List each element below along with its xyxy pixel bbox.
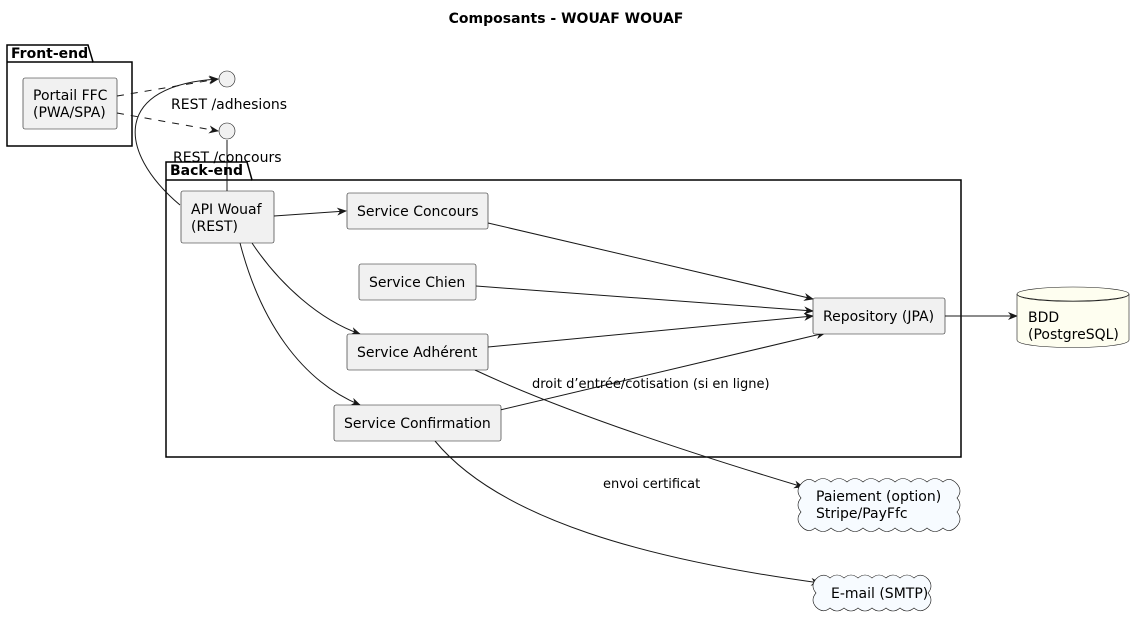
- edge-label-email: envoi certificat: [603, 477, 700, 492]
- package-backend-label: Back-end: [170, 163, 243, 179]
- database-bdd-line-2: (PostgreSQL): [1028, 327, 1119, 343]
- component-chien-label: Service Chien: [369, 275, 465, 291]
- edge-api-confirmation: [239, 242, 361, 406]
- cloud-email-label: E-mail (SMTP): [831, 586, 928, 602]
- diagram-title: Composants - WOUAF WOUAF: [449, 11, 684, 27]
- component-portail-line-1: Portail FFC: [33, 88, 108, 104]
- database-bdd-rim: [1016, 293, 1130, 302]
- edge-chien-repository: [475, 285, 814, 315]
- component-adherent-label: Service Adhérent: [357, 345, 478, 361]
- component-api-box: [180, 190, 275, 244]
- edge-api-adherent: [251, 242, 361, 335]
- component-portail-line-2: (PWA/SPA): [33, 105, 106, 121]
- edge-api-concours-service: [273, 207, 347, 217]
- interface-adhesions: REST /adhesions: [171, 70, 287, 113]
- cloud-paiement-line-1: Paiement (option): [816, 489, 941, 505]
- cloud-paiement-line-2: Stripe/PayFfc: [816, 506, 908, 522]
- component-concours: Service Concours: [346, 192, 489, 230]
- component-api: API Wouaf (REST): [180, 190, 275, 244]
- edge-confirmation-repository: [499, 331, 826, 411]
- package-frontend: Front-end: [6, 44, 133, 147]
- edge-confirmation-email: [434, 440, 821, 586]
- cloud-paiement: Paiement (option) Stripe/PayFfc: [797, 478, 961, 532]
- database-bdd: BDD (PostgreSQL): [1016, 286, 1130, 348]
- interface-concours-label: REST /concours: [173, 150, 282, 166]
- interface-concours-circle: [218, 122, 236, 140]
- component-concours-label: Service Concours: [357, 204, 479, 220]
- component-concours-box: [346, 192, 489, 230]
- edge-api-adhesions: [134, 75, 219, 206]
- cloud-email: E-mail (SMTP): [812, 574, 932, 612]
- component-repository-label: Repository (JPA): [823, 309, 934, 325]
- package-frontend-frame: [6, 44, 133, 147]
- edge-adherent-repository: [487, 312, 814, 348]
- component-adherent: Service Adhérent: [346, 333, 489, 371]
- component-repository: Repository (JPA): [812, 297, 946, 335]
- component-portail: Portail FFC (PWA/SPA): [22, 77, 118, 130]
- edge-concours-repository: [487, 222, 814, 301]
- package-backend-frame: [165, 161, 962, 458]
- interface-adhesions-circle: [218, 70, 236, 88]
- database-bdd-body: [1016, 294, 1130, 348]
- component-repository-box: [812, 297, 946, 335]
- component-api-line-1: API Wouaf: [191, 202, 263, 218]
- edge-portail-concours: [116, 112, 219, 134]
- interface-adhesions-label: REST /adhesions: [171, 97, 287, 113]
- package-frontend-label: Front-end: [11, 46, 88, 62]
- component-confirmation-label: Service Confirmation: [344, 416, 491, 432]
- component-confirmation: Service Confirmation: [333, 404, 502, 442]
- edge-adherent-paiement: [474, 369, 804, 489]
- cloud-paiement-shape: [797, 478, 961, 532]
- component-confirmation-box: [333, 404, 502, 442]
- database-bdd-top: [1016, 286, 1130, 302]
- component-chien-box: [358, 263, 477, 301]
- component-api-line-2: (REST): [191, 219, 238, 235]
- database-bdd-line-1: BDD: [1028, 310, 1059, 326]
- edge-label-paiement: droit d’entrée/cotisation (si en ligne): [532, 377, 770, 392]
- cloud-email-shape: [812, 574, 932, 612]
- component-adherent-box: [346, 333, 489, 371]
- edges: [116, 75, 1018, 586]
- edge-portail-adhesions: [116, 76, 219, 97]
- package-backend: [165, 161, 962, 458]
- interface-concours: REST /concours: [173, 122, 282, 166]
- component-portail-box: [22, 77, 118, 130]
- component-chien: Service Chien: [358, 263, 477, 301]
